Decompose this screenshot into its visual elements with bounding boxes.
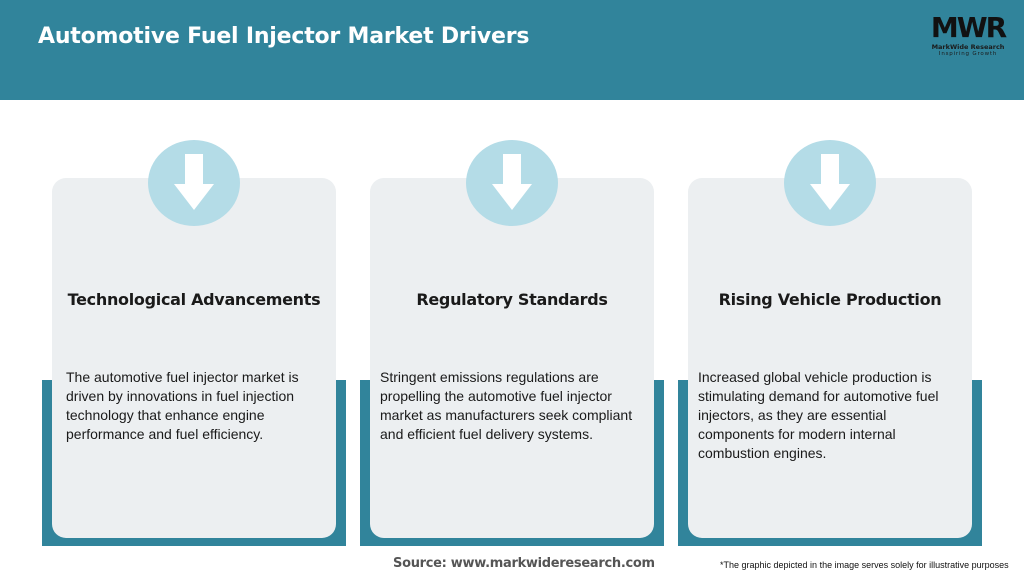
icon-badge [148, 140, 240, 226]
card-body: Regulatory Standards Stringent emissions… [370, 178, 654, 538]
card-description: Increased global vehicle production is s… [698, 369, 939, 461]
logo-tagline: Inspiring Growth [938, 51, 998, 57]
card-title: Regulatory Standards [416, 290, 608, 309]
down-arrow-icon [810, 154, 850, 210]
down-arrow-icon [174, 154, 214, 210]
card-description: Stringent emissions regulations are prop… [380, 369, 633, 442]
source-credit: Source: www.markwideresearch.com [393, 556, 655, 571]
down-arrow-icon [492, 154, 532, 210]
logo-company-name: MarkWide Research [931, 43, 1005, 51]
mwr-logo-icon: MWR [931, 11, 1009, 44]
driver-card-3: Rising Vehicle Production Increased glob… [678, 140, 992, 550]
card-description: The automotive fuel injector market is d… [66, 369, 299, 442]
disclaimer-note: *The graphic depicted in the image serve… [720, 560, 1009, 570]
icon-badge [784, 140, 876, 226]
card-title: Rising Vehicle Production [718, 290, 942, 309]
logo-mark: MWR [931, 11, 1007, 42]
card-body: Rising Vehicle Production Increased glob… [688, 178, 972, 538]
header-banner: Automotive Fuel Injector Market Drivers … [0, 0, 1024, 100]
icon-badge [466, 140, 558, 226]
markwide-logo: MWR MarkWide Research Inspiring Growth [918, 10, 1018, 60]
driver-card-2: Regulatory Standards Stringent emissions… [360, 140, 674, 550]
page-title: Automotive Fuel Injector Market Drivers [38, 24, 530, 49]
driver-card-1: Technological Advancements The automotiv… [42, 140, 356, 550]
card-body: Technological Advancements The automotiv… [52, 178, 336, 538]
card-title: Technological Advancements [67, 290, 321, 309]
